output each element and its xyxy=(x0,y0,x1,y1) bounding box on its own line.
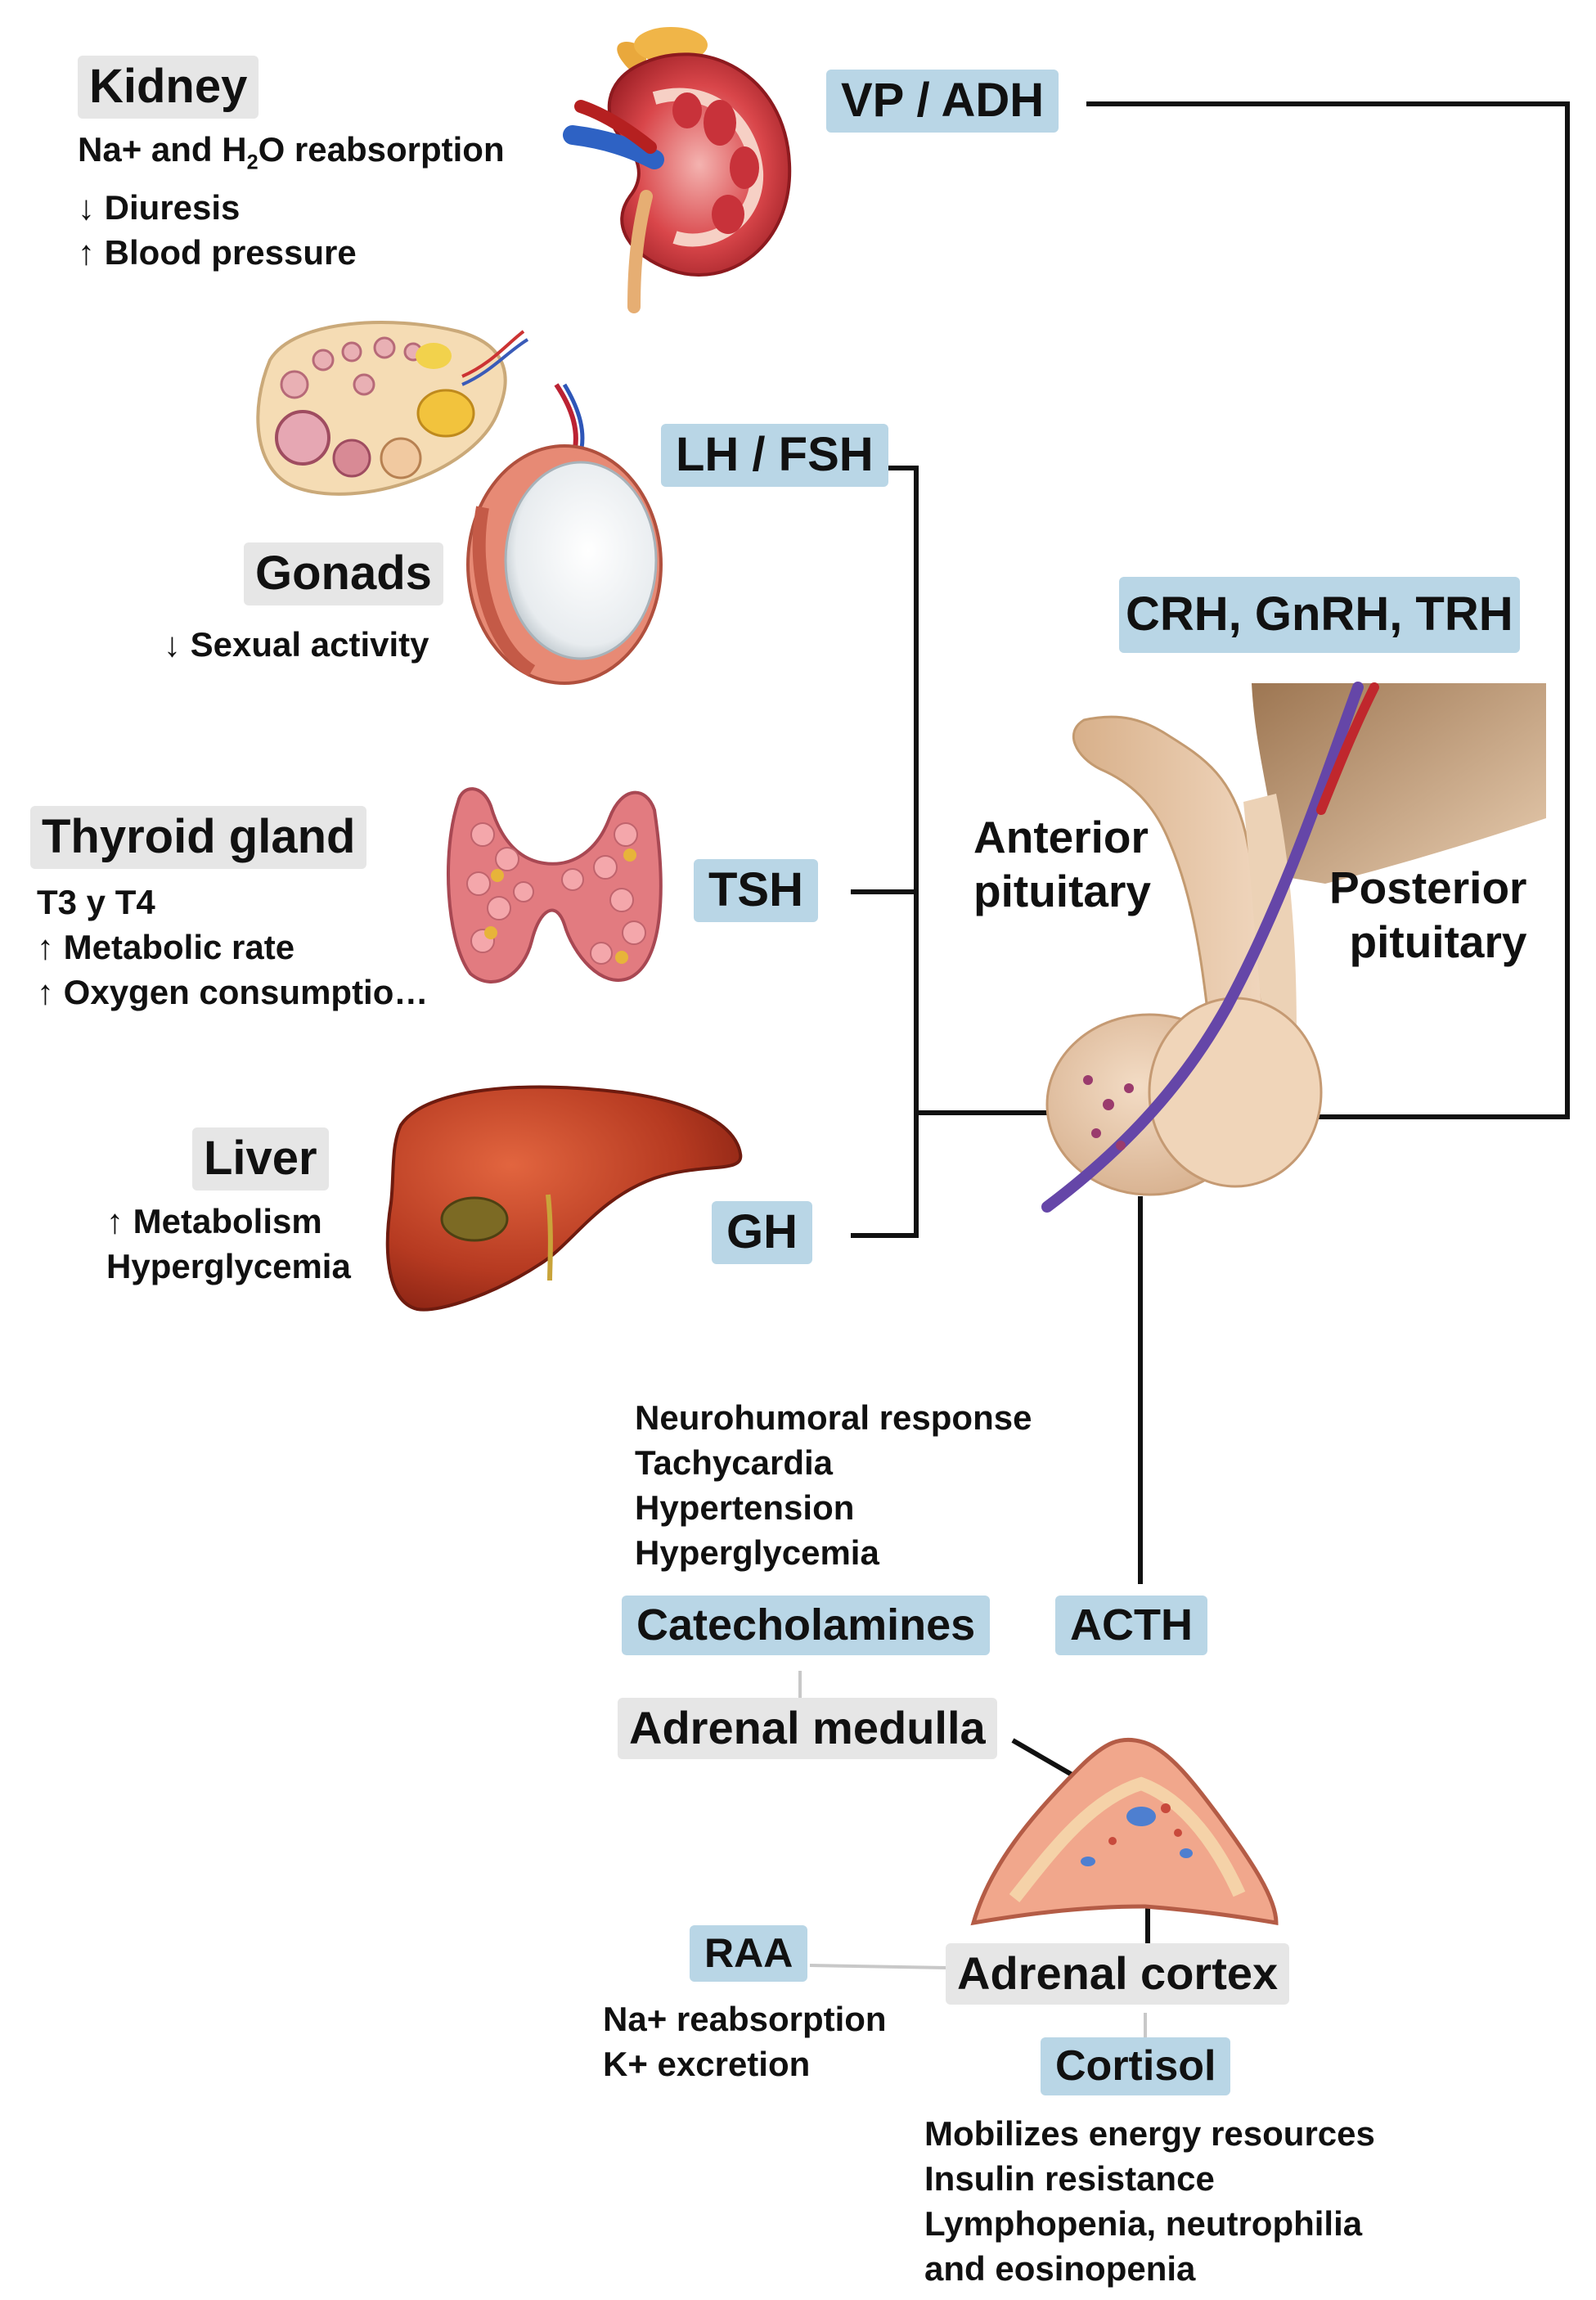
kidney-illustration xyxy=(563,27,792,313)
kidney-effect-diuresis: ↓ Diuresis xyxy=(78,188,241,227)
raa-effect-k-excretion: K+ excretion xyxy=(603,2045,811,2083)
hormone-raa: RAA xyxy=(690,1925,808,1982)
posterior-pituitary-label: Posterior pituitary xyxy=(1329,862,1527,967)
vp-adh-connector xyxy=(1086,101,1570,1119)
ovary-illustration xyxy=(256,321,529,496)
thyroid-illustration xyxy=(447,787,663,983)
gonads-effect-sexual-activity: ↓ Sexual activity xyxy=(164,625,429,664)
organ-label-thyroid: Thyroid gland xyxy=(30,806,367,869)
pituitary-illustration xyxy=(1041,682,1546,1213)
hormone-cortisol: Cortisol xyxy=(1041,2037,1231,2095)
raa-effects: Na+ reabsorption K+ excretion xyxy=(603,1996,887,2086)
hormone-catecholamines: Catecholamines xyxy=(622,1596,991,1655)
organ-label-adrenal-cortex: Adrenal cortex xyxy=(946,1943,1290,2005)
catecholamine-effects: Neurohumoral response Tachycardia Hypert… xyxy=(635,1395,1032,1575)
cortisol-effect-lymphopenia: Lymphopenia, neutrophilia xyxy=(924,2204,1363,2243)
lh-fsh-gh-connector xyxy=(851,466,919,1238)
thyroid-effect-metabolic-rate: ↑ Metabolic rate xyxy=(37,928,295,966)
cortisol-effect-eosinopenia: and eosinopenia xyxy=(924,2249,1196,2288)
catecholamine-effect-neurohumoral: Neurohumoral response xyxy=(635,1398,1032,1437)
adrenal-gland-illustration xyxy=(970,1737,1279,1926)
cortisol-effects: Mobilizes energy resources Insulin resis… xyxy=(924,2111,1375,2291)
organ-label-kidney: Kidney xyxy=(78,56,259,119)
kidney-effect-blood-pressure: ↑ Blood pressure xyxy=(78,233,357,272)
kidney-effect-reabsorption: Na+ and H2O reabsorption xyxy=(78,130,505,174)
organ-label-gonads: Gonads xyxy=(244,542,443,605)
kidney-effects: Na+ and H2O reabsorption ↓ Diuresis ↑ Bl… xyxy=(78,127,505,275)
gonads-effects: ↓ Sexual activity xyxy=(164,622,429,667)
thyroid-effect-oxygen: ↑ Oxygen consumptio… xyxy=(37,973,429,1011)
hormone-vp-adh: VP / ADH xyxy=(826,70,1059,133)
cortisol-effect-energy: Mobilizes energy resources xyxy=(924,2114,1375,2153)
hormone-acth: ACTH xyxy=(1055,1596,1207,1655)
catecholamine-effect-hyperglycemia: Hyperglycemia xyxy=(635,1533,879,1572)
hormone-lh-fsh: LH / FSH xyxy=(661,424,888,487)
thyroid-effects: T3 y T4 ↑ Metabolic rate ↑ Oxygen consum… xyxy=(37,880,428,1015)
hormone-gh: GH xyxy=(712,1201,812,1264)
anterior-pituitary-label: Anterior pituitary xyxy=(973,812,1151,916)
organ-label-adrenal-medulla: Adrenal medulla xyxy=(618,1698,997,1759)
hormone-crh-gnrh-trh: CRH, GnRH, TRH xyxy=(1119,577,1520,653)
liver-effect-hyperglycemia: Hyperglycemia xyxy=(106,1247,351,1285)
thyroid-effect-t3-t4: T3 y T4 xyxy=(37,883,155,921)
raa-effect-na-reabsorption: Na+ reabsorption xyxy=(603,2000,887,2038)
catecholamine-effect-hypertension: Hypertension xyxy=(635,1488,855,1527)
hormone-tsh: TSH xyxy=(694,859,818,922)
liver-illustration xyxy=(385,1085,743,1312)
organ-label-liver: Liver xyxy=(192,1127,329,1191)
liver-effects: ↑ Metabolism Hyperglycemia xyxy=(106,1199,351,1289)
cortisol-effect-insulin: Insulin resistance xyxy=(924,2159,1215,2198)
testis-illustration xyxy=(466,383,663,685)
liver-effect-metabolism: ↑ Metabolism xyxy=(106,1202,322,1240)
catecholamine-effect-tachycardia: Tachycardia xyxy=(635,1443,834,1482)
